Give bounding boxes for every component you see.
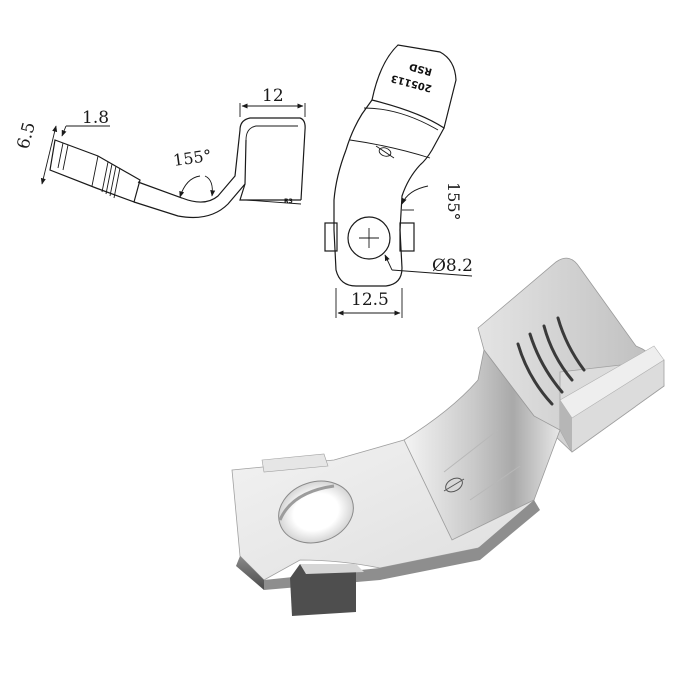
side-view: R3 12 155° 1.8 6.5 [14, 86, 306, 219]
front-view-hole-dimension: Ø8.2 [384, 254, 473, 277]
render-hole [278, 480, 354, 544]
side-view-tab [49, 139, 141, 203]
front-view-hole-label: Ø8.2 [432, 256, 473, 276]
side-view-thickness-dimension: 1.8 [61, 108, 110, 137]
side-view-small-mark: R3 [284, 198, 293, 205]
front-view-neck [333, 145, 421, 231]
front-view-width-label: 12.5 [351, 290, 389, 310]
side-view-angle-label: 155° [172, 146, 213, 170]
front-view-marker-dot [378, 147, 392, 157]
front-view: RSD 205113 155° Ø8.2 [324, 44, 473, 318]
front-view-width-dimension: 12.5 [335, 288, 403, 318]
front-view-hole [347, 216, 391, 260]
front-view-head: RSD 205113 [345, 44, 457, 166]
side-view-blade: R3 [133, 117, 306, 219]
front-view-brand-label: RSD [408, 60, 433, 77]
side-view-thickness-label: 1.8 [82, 108, 109, 128]
front-view-angle-dimension: 155° [401, 182, 463, 221]
isometric-render [231, 257, 665, 616]
front-view-angle-label: 155° [444, 182, 463, 221]
side-view-height-dimension: 6.5 [14, 120, 58, 185]
render-sleeve [477, 257, 665, 453]
side-view-width-dimension: 12 [239, 86, 306, 117]
render-plate [231, 439, 540, 616]
render-neck [403, 349, 561, 541]
front-view-body [324, 216, 415, 287]
side-view-height-label: 6.5 [14, 120, 40, 151]
side-view-width-label: 12 [262, 86, 284, 106]
